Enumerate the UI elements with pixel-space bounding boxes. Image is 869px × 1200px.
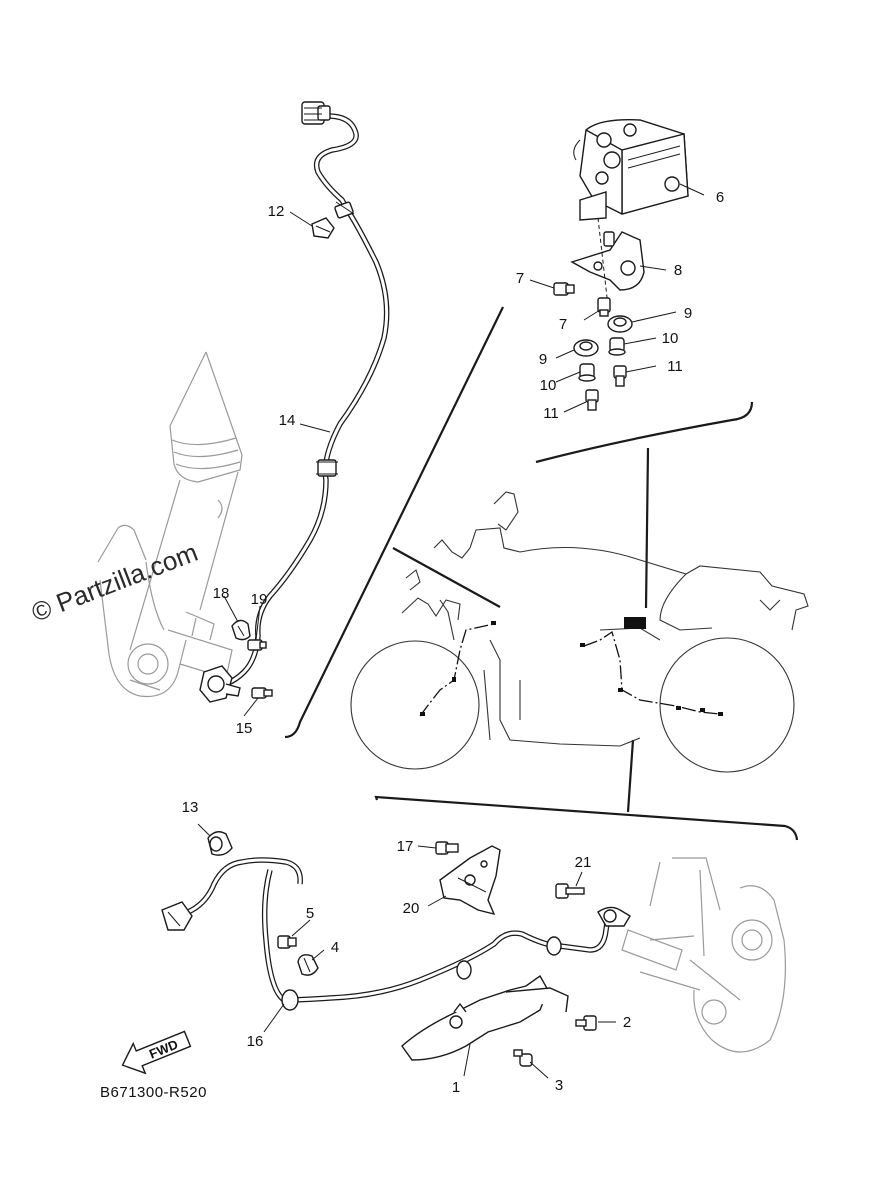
bracket-20[interactable] bbox=[439, 845, 501, 916]
callout-10a: 10 bbox=[662, 330, 679, 347]
callout-7a: 7 bbox=[516, 270, 524, 287]
abs-bolt-7b[interactable] bbox=[597, 297, 611, 317]
bolt-15[interactable] bbox=[251, 687, 273, 699]
callout-16: 16 bbox=[247, 1033, 264, 1050]
callout-21: 21 bbox=[575, 854, 592, 871]
abs-bolt-11a[interactable] bbox=[613, 365, 627, 387]
clamp-12[interactable] bbox=[311, 217, 335, 239]
clamp-4[interactable] bbox=[297, 954, 319, 976]
callout-9a: 9 bbox=[684, 305, 692, 322]
abs-damper-9b[interactable] bbox=[573, 339, 599, 357]
callout-1: 1 bbox=[452, 1079, 460, 1096]
bolt-21[interactable] bbox=[555, 883, 585, 899]
leader-lines bbox=[197, 183, 705, 1079]
front-lead-connector[interactable] bbox=[301, 101, 331, 125]
callout-13: 13 bbox=[182, 799, 199, 816]
abs-hydraulic-unit-6[interactable] bbox=[573, 119, 689, 221]
fwd-arrow-icon: FWD bbox=[121, 1030, 192, 1075]
rear-sensor-lead-16[interactable] bbox=[161, 857, 631, 1011]
grommet bbox=[281, 989, 299, 1011]
abs-collar-10b[interactable] bbox=[578, 363, 596, 382]
rear-wheel-sensor[interactable] bbox=[597, 906, 631, 927]
front-fork-ghost bbox=[97, 351, 243, 698]
abs-bolt-11b[interactable] bbox=[585, 389, 599, 411]
bracket-1[interactable] bbox=[401, 974, 569, 1061]
grommet bbox=[546, 936, 562, 956]
rivet-3[interactable] bbox=[513, 1049, 533, 1067]
callout-7b: 7 bbox=[559, 316, 567, 333]
callout-8: 8 bbox=[674, 262, 682, 279]
grommet bbox=[456, 960, 472, 980]
callout-14: 14 bbox=[279, 412, 296, 429]
callout-19: 19 bbox=[251, 591, 268, 608]
callout-9b: 9 bbox=[539, 351, 547, 368]
callout-12: 12 bbox=[268, 203, 285, 220]
section-borders bbox=[284, 306, 799, 841]
bracket-18[interactable] bbox=[231, 619, 251, 641]
rear-swingarm-ghost bbox=[621, 857, 786, 1053]
abs-bracket-8[interactable] bbox=[570, 217, 645, 307]
rear-lead-connector[interactable] bbox=[161, 901, 193, 931]
callout-6: 6 bbox=[716, 189, 724, 206]
callout-3: 3 bbox=[555, 1077, 563, 1094]
abs-unit-location-marker bbox=[624, 617, 646, 629]
callout-11a: 11 bbox=[667, 358, 683, 375]
callout-18: 18 bbox=[213, 585, 230, 602]
grommet bbox=[334, 201, 355, 219]
rear-wheel bbox=[659, 637, 795, 773]
grommet bbox=[316, 459, 338, 477]
callout-5: 5 bbox=[306, 905, 314, 922]
bolt-5[interactable] bbox=[277, 935, 297, 949]
diagram-code: B671300-R520 bbox=[100, 1084, 207, 1101]
callout-17: 17 bbox=[397, 838, 414, 855]
collar-13[interactable] bbox=[207, 831, 233, 856]
bolt-2[interactable] bbox=[575, 1015, 597, 1031]
bolt-19[interactable] bbox=[247, 639, 267, 651]
callout-15: 15 bbox=[236, 720, 253, 737]
motorcycle-overview bbox=[350, 491, 809, 773]
front-sensor-lead-14[interactable] bbox=[199, 101, 390, 703]
callout-labels: 1 2 3 4 5 6 7 7 8 9 9 10 10 11 11 12 13 … bbox=[182, 189, 725, 1096]
front-wheel bbox=[350, 640, 480, 770]
abs-collar-10a[interactable] bbox=[608, 337, 626, 356]
partzilla-watermark: © Partzilla.com bbox=[27, 537, 201, 628]
callout-2: 2 bbox=[623, 1014, 631, 1031]
callout-11b: 11 bbox=[543, 405, 559, 422]
abs-bolt-7a[interactable] bbox=[553, 282, 575, 296]
callout-20: 20 bbox=[403, 900, 420, 917]
callout-10b: 10 bbox=[540, 377, 557, 394]
abs-damper-9a[interactable] bbox=[607, 315, 633, 333]
bolt-17[interactable] bbox=[435, 841, 459, 855]
front-wheel-sensor[interactable] bbox=[199, 665, 241, 703]
callout-4: 4 bbox=[331, 939, 339, 956]
